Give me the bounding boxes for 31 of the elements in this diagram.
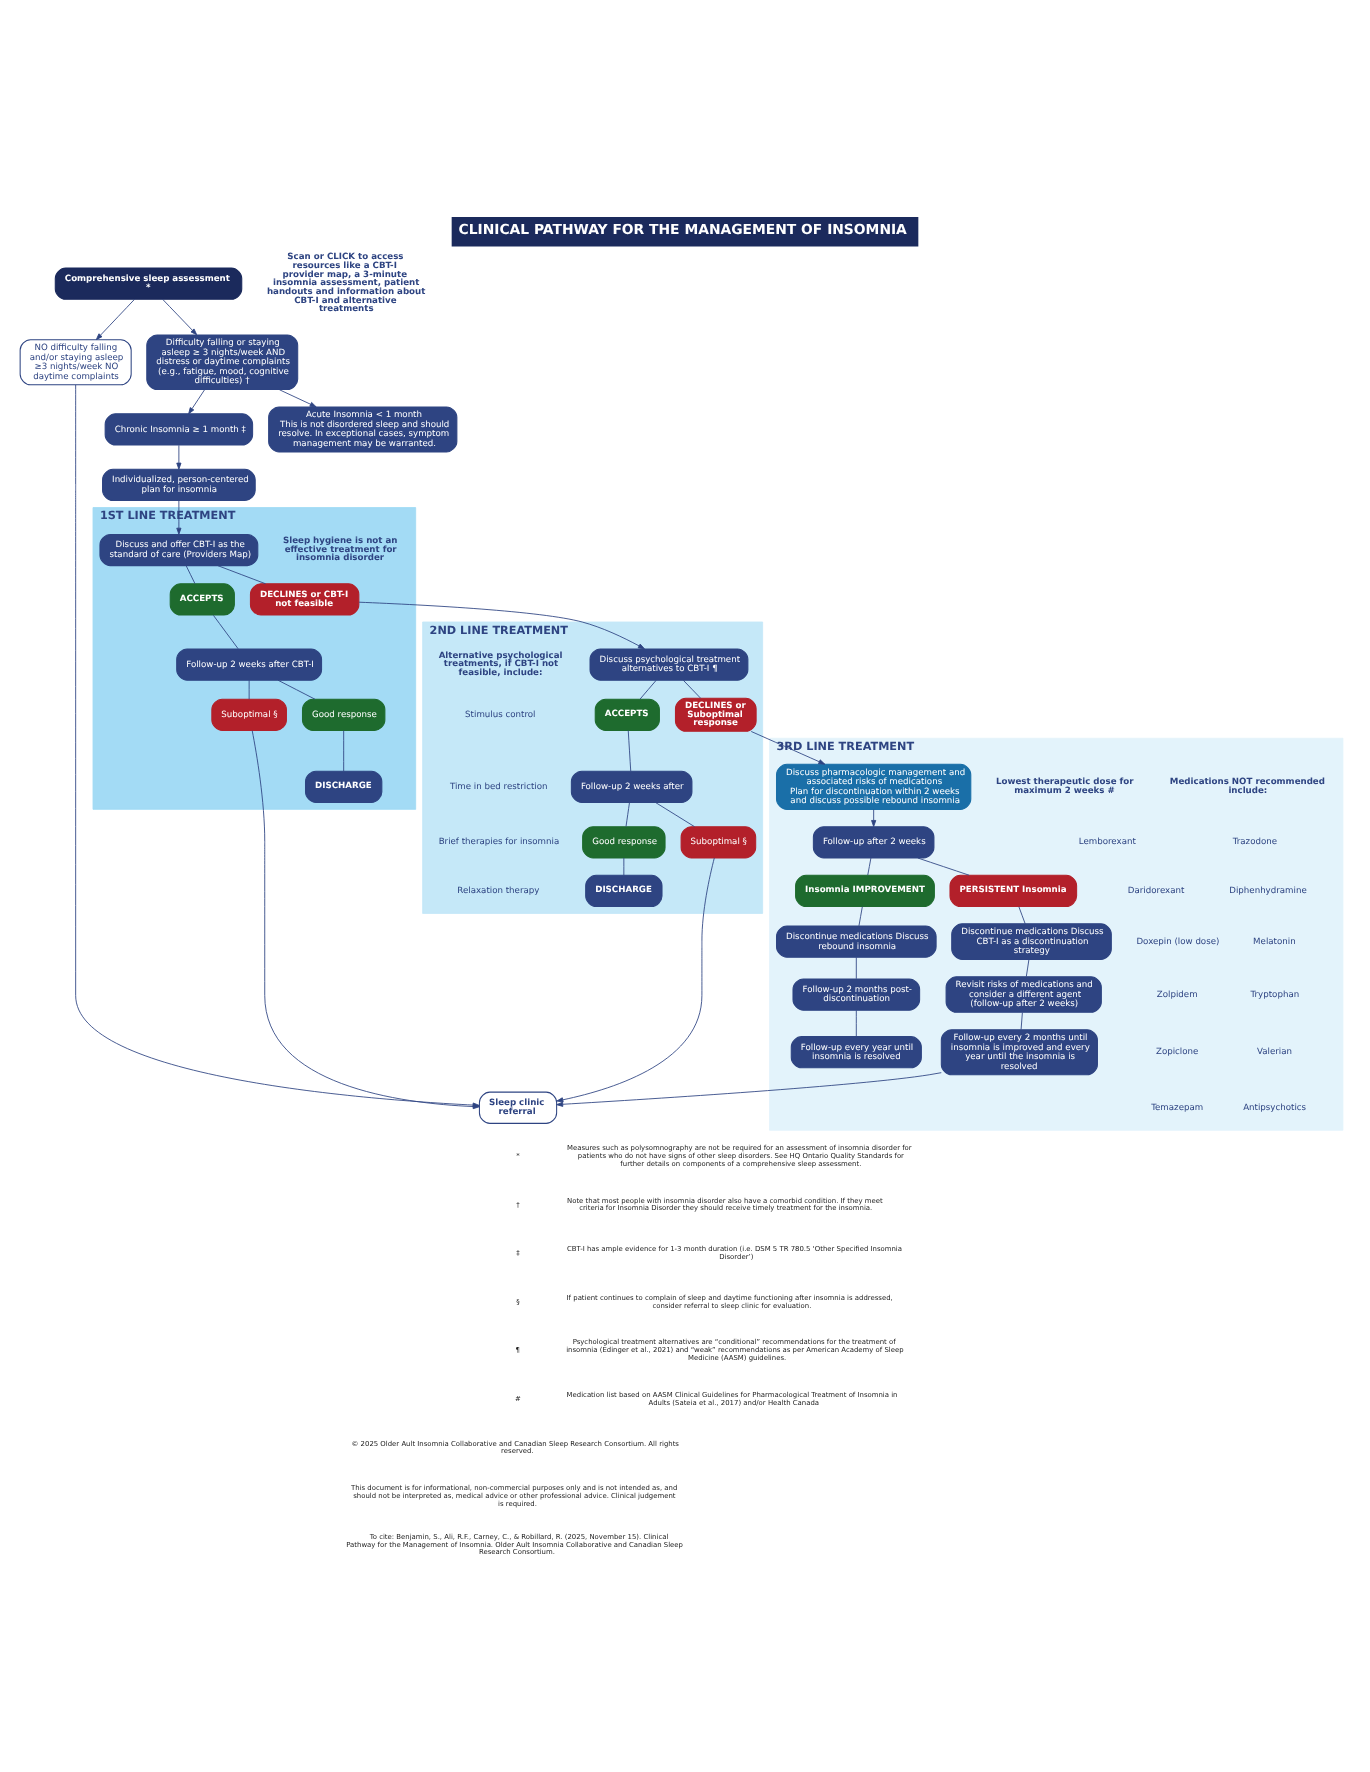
arrow — [95, 297, 135, 340]
connector — [248, 678, 250, 699]
connector — [185, 564, 196, 584]
arrow — [188, 388, 206, 414]
connector — [277, 678, 316, 699]
arrow — [750, 730, 826, 764]
connector — [867, 856, 872, 875]
arrow — [871, 808, 877, 826]
arrow — [162, 297, 198, 335]
arrow — [278, 388, 317, 407]
connector — [1025, 958, 1030, 976]
connector — [639, 678, 657, 699]
connector — [917, 856, 970, 875]
arrow — [358, 600, 645, 649]
connector — [858, 905, 863, 926]
arrow — [176, 443, 182, 469]
connector — [343, 729, 345, 771]
connector — [625, 801, 630, 826]
connector — [682, 678, 702, 698]
arrow — [556, 1071, 942, 1106]
connector — [623, 856, 625, 875]
connector — [655, 801, 695, 827]
connector — [627, 729, 632, 771]
arrow — [556, 856, 715, 1102]
connector — [217, 564, 266, 584]
connector — [1018, 905, 1026, 924]
arrow — [176, 499, 182, 534]
connector — [855, 1008, 857, 1036]
connector — [1020, 1011, 1023, 1030]
connector — [212, 613, 239, 649]
connector — [855, 955, 857, 979]
